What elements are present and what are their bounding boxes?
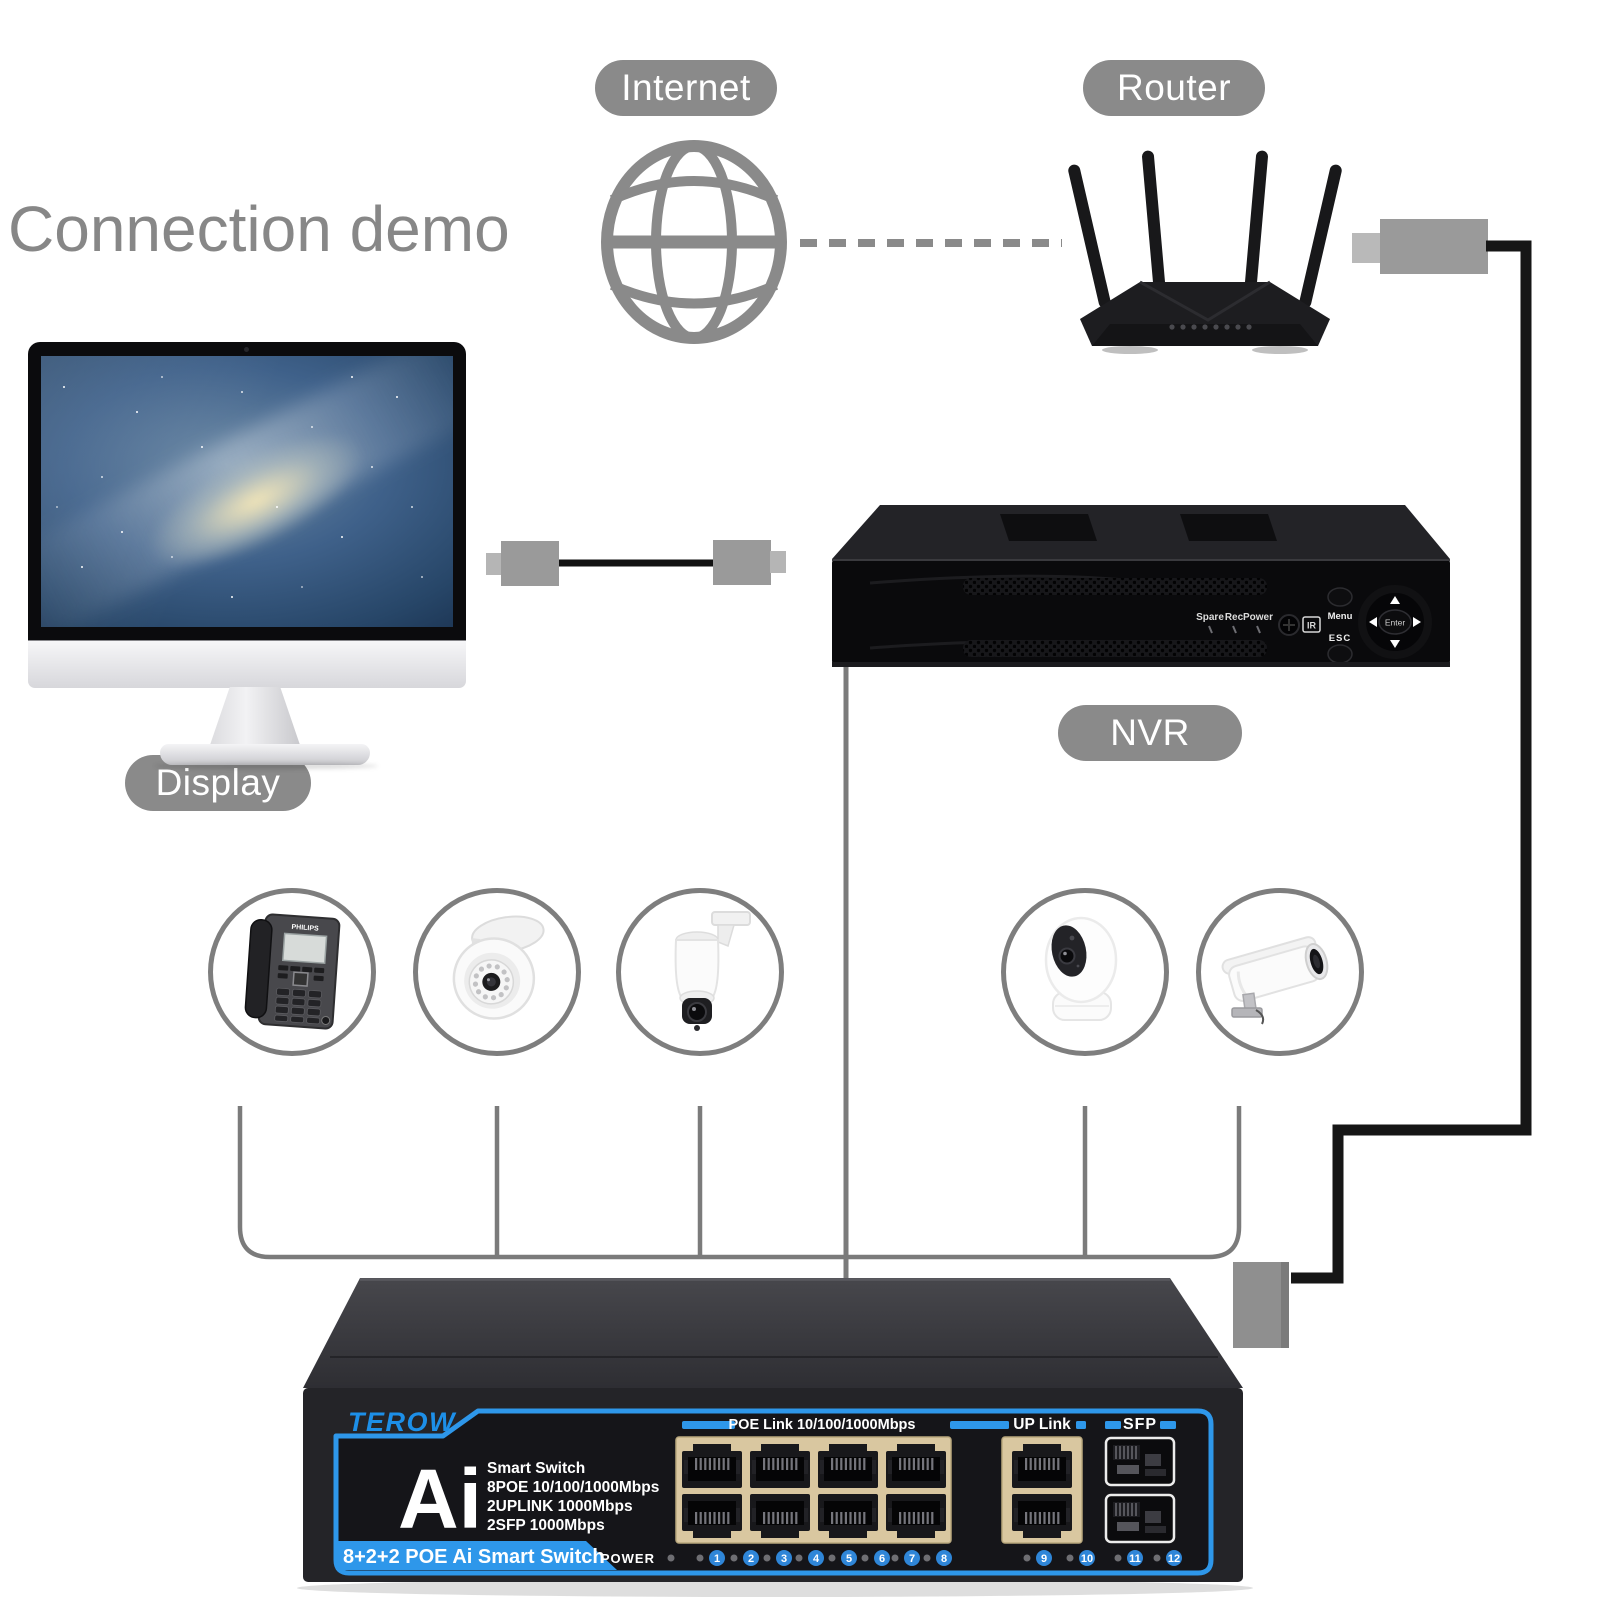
cable-plug-tip-right [770,551,786,573]
port-number-badges: 1 2 3 4 5 6 7 8 9 10 11 12 [709,1550,1182,1566]
nvr-dpad[interactable]: Enter [1358,585,1432,659]
svg-text:12: 12 [1168,1553,1180,1565]
switch-spec-lines: Smart Switch 8POE 10/100/1000Mbps 2UPLIN… [487,1460,659,1534]
ptz-camera-icon [674,911,751,1031]
svg-text:1: 1 [714,1553,720,1565]
dome-camera-icon [452,915,545,1020]
router-label: Router [1083,60,1265,116]
router-connector-tip [1352,233,1382,263]
svg-text:3: 3 [781,1553,787,1565]
nvr-top-face [832,505,1450,559]
svg-text:Smart Switch: Smart Switch [487,1460,585,1477]
svg-text:9: 9 [1041,1553,1047,1565]
uplink-port-block [1001,1436,1083,1544]
ip-phone-icon: PHILIPS [244,913,341,1030]
router-led-row [1169,324,1252,330]
svg-text:5: 5 [846,1553,852,1565]
nvr-enter-button[interactable] [1378,609,1412,635]
nvr-enter-label: Enter [1385,618,1405,628]
internet-label: Internet [595,60,777,116]
switch-ai-mark: Ai [398,1452,482,1546]
svg-text:Rec: Rec [1225,612,1244,623]
nvr-vent-lower [963,640,1267,657]
cable-plug-right [713,540,771,585]
monitor-stand-base [160,744,370,765]
nvr-menu-button[interactable] [1327,587,1353,607]
monitor-camera-dot [244,347,249,352]
cable-plug-left [501,541,559,586]
router-connector-body [1380,219,1488,274]
svg-text:IR: IR [1307,621,1317,631]
poe-switch: TEROW Ai Smart Switch 8POE 10/100/1000Mb… [297,1278,1253,1597]
svg-text:8: 8 [941,1553,947,1565]
svg-text:Spare: Spare [1196,612,1224,623]
nvr-menu-label: Menu [1328,611,1353,622]
uplink-ports-header: UP Link [1013,1416,1071,1433]
internet-globe-icon [601,140,787,344]
svg-text:11: 11 [1129,1553,1141,1565]
svg-text:2UPLINK 1000Mbps: 2UPLINK 1000Mbps [487,1498,633,1515]
switch-banner-text: 8+2+2 POE Ai Smart Switch [343,1546,605,1568]
page-title: Connection demo [8,193,510,265]
svg-text:Power: Power [1243,612,1273,623]
poe-ports-header: POE Link 10/100/1000Mbps [729,1417,916,1433]
svg-text:2SFP 1000Mbps: 2SFP 1000Mbps [487,1517,605,1534]
svg-text:2: 2 [748,1553,754,1565]
device-circle-ptz-camera [616,888,784,1056]
switch-brand-logo: TEROW [348,1407,457,1437]
pan-tilt-camera-icon [1044,916,1118,1021]
cable-plug-tip-left [486,553,502,575]
bullet-camera-icon [1221,936,1329,1025]
device-circle-dome-camera [413,888,581,1056]
svg-text:7: 7 [909,1553,915,1565]
router-switch-cable [1291,240,1532,1284]
device-circle-pan-tilt-camera [1001,888,1169,1056]
monitor-screen-galaxy-wallpaper [41,356,453,627]
monitor-chin [28,640,466,688]
nvr-label: NVR [1058,705,1242,761]
device-circle-bullet-camera [1196,888,1364,1056]
monitor-bezel [28,342,466,640]
svg-text:4: 4 [813,1553,820,1565]
nvr-device: Spare Rec Power IR Menu ESC Enter [832,505,1450,667]
svg-text:10: 10 [1081,1553,1093,1565]
switch-uplink-plug [1233,1262,1289,1348]
device-circle-ip-phone: PHILIPS [208,888,376,1056]
switch-top-face [303,1278,1243,1388]
nvr-indicator-labels: Spare Rec Power [1196,612,1273,623]
svg-text:6: 6 [879,1553,885,1565]
svg-text:8POE 10/100/1000Mbps: 8POE 10/100/1000Mbps [487,1479,659,1496]
sfp-ports-header: SFP [1123,1416,1157,1433]
nvr-esc-label: ESC [1329,633,1352,644]
nvr-vent-upper [963,578,1267,595]
nvr-ir-badge [1302,616,1321,633]
device-bus-line [237,1106,1242,1260]
display-monitor [28,342,466,770]
phone-brand-label: PHILIPS [291,924,319,933]
power-label: POWER [601,1551,655,1566]
port-led-dots [667,1554,1161,1562]
poe-port-block [675,1436,952,1544]
router-icon [1068,150,1342,354]
switch-banner [336,1541,617,1570]
